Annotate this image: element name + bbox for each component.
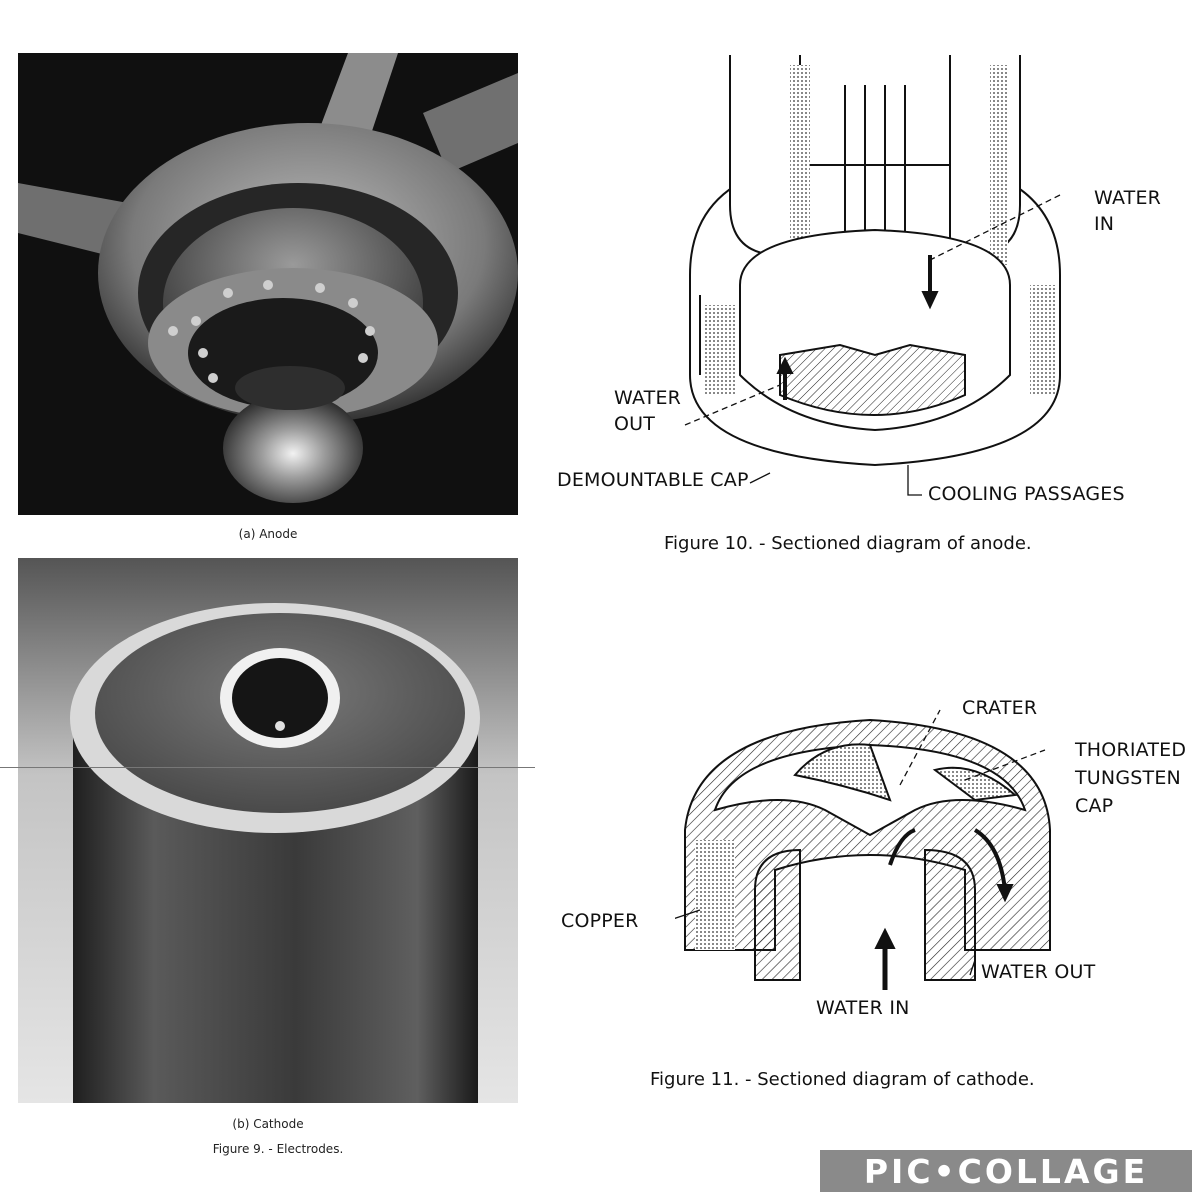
cathode-label-thoriated-2: TUNGSTEN [1075, 767, 1181, 789]
anode-label-water-in-1: WATER [1094, 187, 1162, 209]
anode-diagram [684, 55, 1061, 496]
anode-label-cooling-passages: COOLING PASSAGES [928, 483, 1125, 505]
figure9-title: Figure 9. - Electrodes. [212, 1142, 344, 1156]
anode-label-demountable-cap: DEMOUNTABLE CAP [557, 469, 749, 491]
anode-photo [18, 53, 518, 515]
cathode-caption: (b) Cathode [232, 1117, 304, 1131]
anode-label-water-out-2: OUT [614, 413, 656, 435]
cathode-label-thoriated-1: THORIATED [1075, 739, 1187, 761]
anode-label-water-out-1: WATER [614, 387, 682, 409]
anode-photo-illustration [18, 53, 518, 515]
cathode-label-water-in: WATER IN [816, 997, 910, 1019]
cathode-label-copper: COPPER [561, 910, 639, 932]
cathode-photo-illustration [18, 558, 518, 1103]
figure11-caption: Figure 11. - Sectioned diagram of cathod… [650, 1069, 1035, 1090]
pic-collage-watermark: PIC•COLLAGE [820, 1150, 1192, 1192]
cathode-label-crater: CRATER [962, 697, 1038, 719]
anode-label-water-in-2: IN [1094, 213, 1115, 235]
figure10-caption: Figure 10. - Sectioned diagram of anode. [664, 533, 1032, 554]
cathode-photo [18, 558, 518, 1103]
cathode-label-water-out: WATER OUT [981, 961, 1096, 983]
anode-caption: (a) Anode [238, 527, 298, 541]
cathode-diagram [675, 709, 1051, 990]
cathode-label-thoriated-3: CAP [1075, 795, 1114, 817]
scan-divider-line [0, 767, 535, 768]
